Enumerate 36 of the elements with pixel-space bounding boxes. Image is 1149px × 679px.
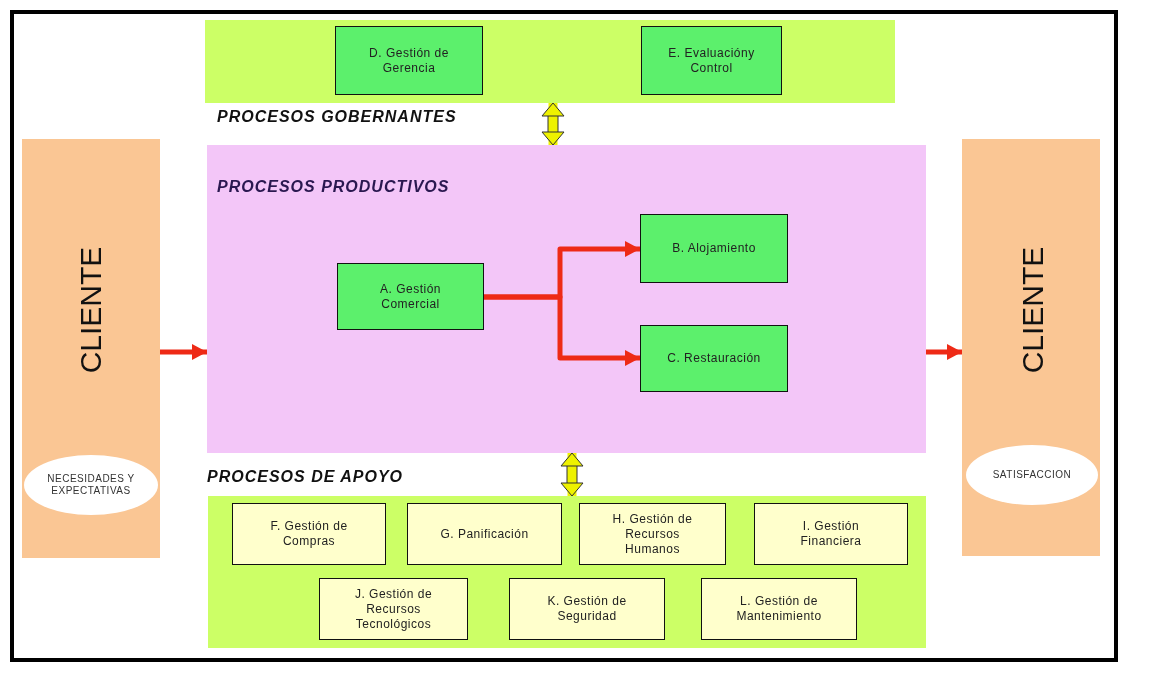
process-label: L. Gestión de Mantenimiento [735,594,823,624]
oval-label: NECESIDADES Y EXPECTATIVAS [46,473,136,497]
section-heading: PROCESOS DE APOYO [207,468,403,486]
process-label: K. Gestión de Seguridad [546,594,628,624]
process-box [701,578,857,640]
column-title: CLIENTE [74,246,108,374]
process-box [335,26,483,95]
section-band [207,145,926,453]
process-box [337,263,484,330]
process-box [641,26,782,95]
process-box [640,325,788,392]
process-box [319,578,468,640]
process-box [509,578,665,640]
process-label: G. Panificación [439,526,530,542]
process-label: H. Gestión de Recursos Humanos [611,511,694,557]
process-label: J. Gestión de Recursos Tecnológicos [353,586,434,632]
column-title: CLIENTE [1016,246,1050,374]
client-column [962,139,1100,556]
process-label: B. Alojamiento [671,241,757,256]
process-box [754,503,908,565]
process-label: F. Gestión de Compras [269,519,349,549]
process-box [232,503,386,565]
process-label: A. Gestión Comercial [379,281,442,312]
process-label: D. Gestión de Gerencia [368,45,450,76]
process-box [579,503,726,565]
client-column [22,139,160,558]
oval-label: SATISFACCION [992,469,1072,481]
section-heading: PROCESOS PRODUCTIVOS [217,178,450,196]
oval [24,455,158,515]
process-label: C. Restauración [666,351,762,366]
process-box [407,503,562,565]
process-label: E. Evaluacióny Control [667,45,756,76]
section-heading: PROCESOS GOBERNANTES [217,108,457,126]
process-box [640,214,788,283]
oval [966,445,1098,505]
process-label: I. Gestión Financiera [799,519,863,549]
